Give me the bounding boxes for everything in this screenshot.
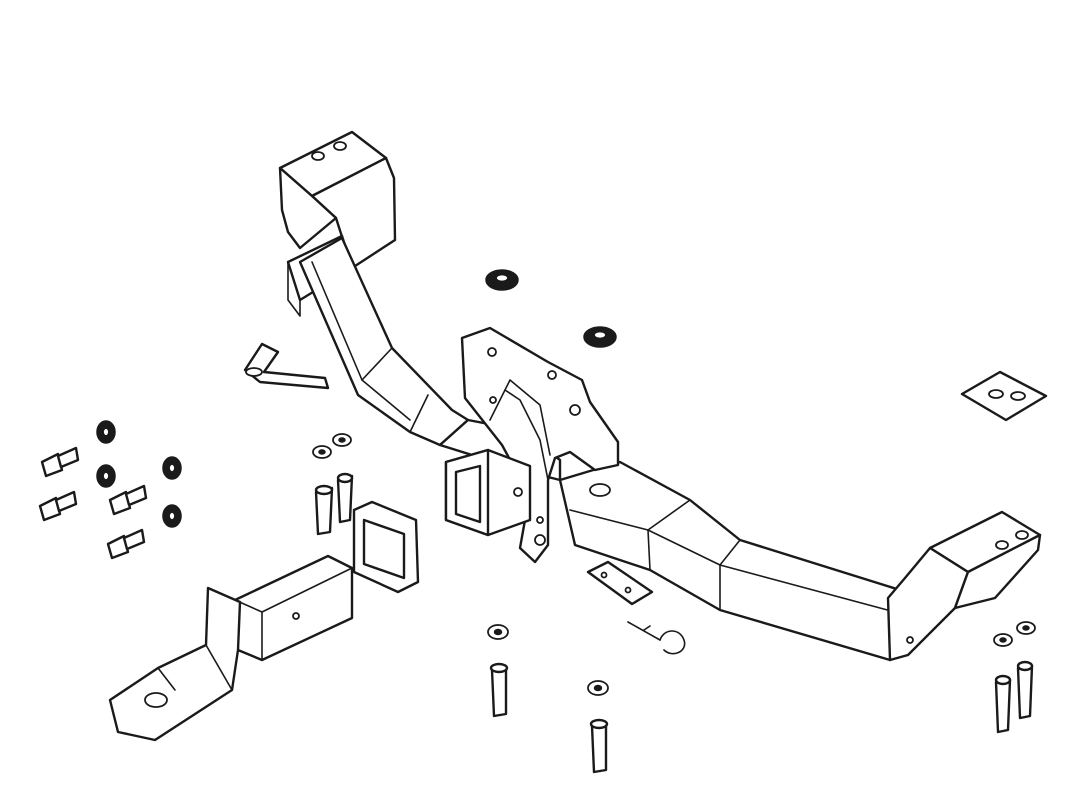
receiver-tube <box>444 448 532 537</box>
left-mounting-bracket <box>278 130 397 317</box>
carriage-bolts <box>314 472 1034 774</box>
wiring-bracket <box>586 560 654 606</box>
hitch-pin <box>243 342 330 390</box>
receiver-trim-collar <box>352 500 420 594</box>
small-washers <box>96 420 182 528</box>
hitch-pin-clip <box>627 621 686 655</box>
right-mounting-bracket <box>886 510 1042 662</box>
small-bolts <box>38 446 148 560</box>
shim-plate <box>960 370 1048 422</box>
flange-washers <box>312 433 1036 696</box>
grommets <box>485 269 617 348</box>
ball-mount-drawbar <box>108 554 354 742</box>
